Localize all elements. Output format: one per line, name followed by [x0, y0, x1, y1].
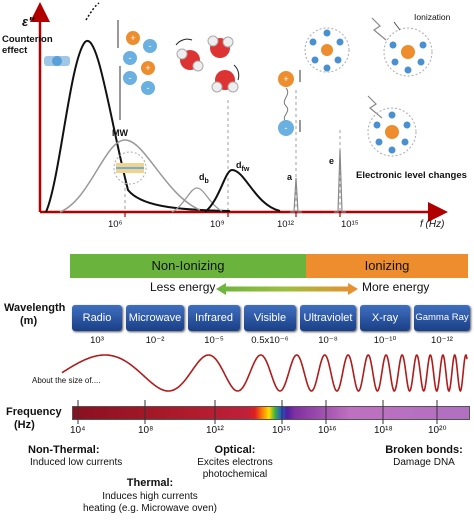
- e-peak-curve: [334, 149, 346, 213]
- x-tick-label: 10¹²: [277, 219, 294, 230]
- frequency-tick-label: 10¹⁶: [318, 425, 337, 436]
- ionization-label: Ionization: [414, 12, 451, 22]
- svg-text:+: +: [283, 74, 288, 84]
- svg-text:-: -: [149, 41, 152, 51]
- x-tick-label: 10⁶: [108, 219, 123, 230]
- more-energy-label: More energy: [362, 280, 430, 294]
- ionizing-bar: Ionizing: [306, 254, 468, 278]
- frequency-tick-label: 10⁴: [70, 425, 86, 436]
- dotted-curve: [85, 2, 100, 21]
- thermal-desc-1: Induces high currents: [102, 491, 198, 502]
- a-label: a: [287, 172, 293, 182]
- a-peak-curve: [290, 177, 302, 213]
- band-visible: Visible: [244, 305, 296, 331]
- y-axis-label: ε": [22, 14, 35, 29]
- optical-desc-2: photochemical: [202, 469, 268, 480]
- band-microwave: Microwave: [126, 305, 184, 331]
- frequency-spectrum-bar: [72, 406, 470, 420]
- mw-interface-illustration: [113, 151, 147, 185]
- band-gamma-ray: Gamma Ray: [414, 305, 470, 331]
- counterion-label: Counterion effect: [2, 34, 53, 56]
- frequency-unit: (Hz): [14, 419, 35, 431]
- counterion-peak-curve: [45, 39, 231, 213]
- electronic-level-label: Electronic level changes: [356, 170, 467, 181]
- frequency-tick-label: 10¹⁵: [272, 425, 291, 436]
- band-infrared: Infrared: [188, 305, 240, 331]
- x-axis-label: f (Hz): [420, 219, 445, 230]
- svg-text:-: -: [285, 123, 288, 133]
- wavelength-value: 10⁻⁸: [318, 335, 338, 346]
- ion-cluster-illustration: + - - + - -: [117, 20, 157, 120]
- mw-label: MW: [112, 128, 128, 138]
- counterion-illustration: [44, 56, 70, 66]
- electromagnetic-wave: [61, 353, 468, 393]
- wavelength-value: 10⁻¹²: [431, 335, 453, 346]
- wavelength-label: Wavelength: [4, 302, 66, 314]
- svg-text:-: -: [147, 83, 150, 93]
- dfw-peak-curve: [204, 168, 281, 213]
- db-label: db: [199, 172, 209, 185]
- optical-title: Optical:: [214, 444, 256, 456]
- x-tick-label: 10⁹: [210, 219, 225, 230]
- dielectric-loss-plot: + - - + - - + -: [30, 2, 448, 222]
- electronic-level-atom-illustration: [367, 95, 417, 157]
- wavelength-value: 0.5x10⁻⁶: [251, 335, 289, 346]
- wavelength-value: 10⁻²: [145, 335, 165, 346]
- band-ultraviolet: Ultraviolet: [300, 305, 356, 331]
- wavelength-value: 10³: [90, 335, 104, 346]
- frequency-tick-label: 10¹⁸: [374, 425, 393, 436]
- optical-desc-1: Excites electrons: [197, 457, 273, 468]
- band-xray: X-ray: [360, 305, 410, 331]
- mw-peak-curve: [59, 139, 201, 213]
- broken-bonds-desc: Damage DNA: [393, 457, 455, 468]
- x-tick-label: 10¹⁵: [341, 219, 359, 230]
- thermal-desc-2: heating (e.g. Microwave oven): [83, 503, 217, 514]
- svg-text:+: +: [130, 33, 135, 43]
- non-thermal-title: Non-Thermal:: [28, 444, 100, 456]
- energy-arrow: [216, 283, 358, 295]
- thermal-title: Thermal:: [126, 477, 174, 489]
- wavelength-unit: (m): [20, 315, 38, 327]
- e-label: e: [329, 156, 335, 166]
- water-molecules-illustration: [175, 35, 240, 93]
- frequency-ticks: [77, 400, 438, 424]
- dipole-illustration: + -: [278, 70, 301, 136]
- svg-text:-: -: [129, 53, 132, 63]
- svg-text:+: +: [145, 63, 150, 73]
- dfw-label: dfw: [236, 160, 250, 173]
- ionization-atom-illustration: [371, 17, 433, 77]
- frequency-label: Frequency: [6, 406, 62, 418]
- band-radio: Radio: [72, 305, 122, 331]
- atom-illustration: [304, 27, 350, 73]
- non-ionizing-bar: Non-Ionizing: [70, 254, 306, 278]
- broken-bonds-title: Broken bonds:: [385, 444, 463, 456]
- non-thermal-desc: Induced low currents: [30, 457, 123, 468]
- frequency-tick-label: 10⁸: [138, 425, 154, 436]
- wavelength-value: 10⁻⁵: [204, 335, 224, 346]
- less-energy-label: Less energy: [150, 280, 216, 294]
- wavelength-value: 10⁻¹⁰: [373, 335, 397, 346]
- about-size-label: About the size of....: [32, 376, 101, 385]
- frequency-tick-label: 10¹²: [206, 425, 224, 436]
- frequency-tick-label: 10²⁰: [428, 425, 447, 436]
- svg-text:-: -: [129, 73, 132, 83]
